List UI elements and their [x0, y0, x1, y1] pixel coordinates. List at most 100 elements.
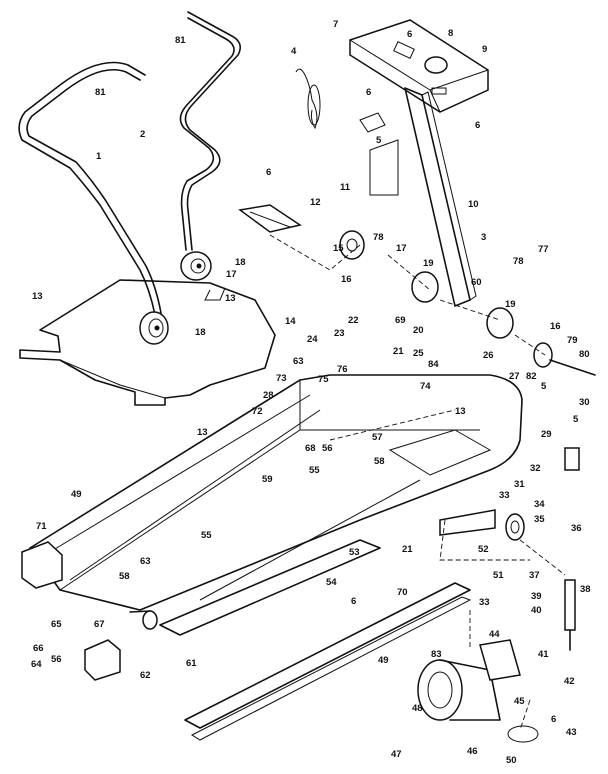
part-label-p84: 84	[428, 359, 439, 370]
part-label-p44: 44	[489, 629, 500, 640]
part-label-p6b: 6	[366, 87, 372, 98]
part-label-p24: 24	[307, 334, 318, 345]
roller-79	[533, 342, 596, 376]
part-label-p63b: 63	[140, 556, 151, 567]
part-label-p58b: 58	[119, 571, 130, 582]
part-label-p38: 38	[580, 584, 591, 595]
part-label-p78b: 78	[513, 256, 524, 267]
part-label-p78a: 78	[373, 232, 384, 243]
part-label-p52a: 52	[478, 544, 489, 555]
part-label-p17a: 17	[396, 243, 407, 254]
cap-62	[84, 639, 121, 681]
part-label-p14: 14	[285, 316, 296, 327]
part-label-p8: 8	[448, 28, 454, 39]
part-label-p33a: 33	[499, 490, 510, 501]
pulley-19a	[411, 271, 439, 303]
part-label-p81a: 81	[95, 87, 106, 98]
switch-29	[564, 447, 580, 471]
part-label-p35: 35	[534, 514, 545, 525]
part-label-p6d: 6	[266, 167, 272, 178]
part-label-p18b: 18	[195, 327, 206, 338]
part-label-p6f: 6	[551, 714, 557, 725]
part-label-p56: 56	[322, 443, 333, 454]
part-label-p72: 72	[252, 406, 263, 417]
part-label-p49a: 49	[71, 489, 82, 500]
part-label-p13d: 13	[197, 427, 208, 438]
part-label-p40: 40	[531, 605, 542, 616]
part-label-p64: 64	[31, 659, 42, 670]
frame	[29, 374, 523, 611]
part-label-p43: 43	[566, 727, 577, 738]
handrail-wheel-right	[180, 251, 212, 281]
part-label-p63a: 63	[293, 356, 304, 367]
bracket-12	[238, 204, 302, 233]
part-label-p7: 7	[333, 19, 339, 30]
bracket-52	[439, 509, 496, 536]
part-label-p13b: 13	[225, 293, 236, 304]
part-label-p79: 79	[567, 335, 578, 346]
part-label-p73: 73	[276, 373, 287, 384]
part-label-p62: 62	[140, 670, 151, 681]
pulley-19b	[486, 307, 514, 339]
part-label-p17b: 17	[226, 269, 237, 280]
part-label-p4: 4	[291, 46, 297, 57]
part-label-p28: 28	[263, 390, 274, 401]
part-label-p5a: 5	[376, 135, 382, 146]
part-label-p15: 15	[333, 243, 344, 254]
part-label-p26: 26	[483, 350, 494, 361]
part-label-p50: 50	[506, 755, 517, 766]
end-cap-71	[21, 541, 63, 589]
part-label-p9: 9	[482, 44, 488, 55]
part-label-p66: 66	[33, 643, 44, 654]
part-label-p6c: 6	[475, 120, 481, 131]
vent-grid	[388, 429, 492, 476]
motor-controller	[479, 639, 521, 681]
motor	[417, 659, 501, 721]
part-label-p53: 53	[349, 547, 360, 558]
part-label-p31: 31	[514, 479, 525, 490]
part-label-p1: 1	[96, 151, 102, 162]
pulley-15	[339, 230, 365, 260]
part-label-p5b: 5	[541, 381, 547, 392]
part-label-p22: 22	[348, 315, 359, 326]
part-label-p41: 41	[538, 649, 549, 660]
part-label-p16b: 16	[550, 321, 561, 332]
part-label-p42: 42	[564, 676, 575, 687]
part-label-p20: 20	[413, 325, 424, 336]
part-label-p65: 65	[51, 619, 62, 630]
part-label-p27: 27	[509, 371, 520, 382]
part-label-p19a: 19	[423, 258, 434, 269]
part-label-p16a: 16	[341, 274, 352, 285]
part-label-p12: 12	[310, 197, 321, 208]
handrail-wheel-left	[139, 311, 169, 345]
part-label-p67: 67	[94, 619, 105, 630]
part-label-p54: 54	[326, 577, 337, 588]
part-label-p59: 59	[262, 474, 273, 485]
part-label-p33b: 33	[479, 597, 490, 608]
bracket-5	[359, 112, 399, 196]
part-label-p6a: 6	[407, 29, 413, 40]
part-label-p81b: 81	[175, 35, 186, 46]
part-label-p83: 83	[431, 649, 442, 660]
part-label-p69: 69	[395, 315, 406, 326]
part-label-p11: 11	[340, 182, 351, 193]
part-label-p32: 32	[530, 463, 541, 474]
part-label-p21b: 21	[402, 544, 413, 555]
part-label-p23: 23	[334, 328, 345, 339]
handrail-left	[18, 61, 162, 316]
part-label-p48: 48	[412, 703, 423, 714]
pulley-34	[505, 513, 525, 541]
upright-post	[404, 87, 477, 307]
part-label-p45: 45	[514, 696, 525, 707]
part-label-p74: 74	[420, 381, 431, 392]
part-label-p71: 71	[36, 521, 47, 532]
part-label-p13a: 13	[32, 291, 43, 302]
part-label-p57: 57	[372, 432, 383, 443]
part-label-p61: 61	[186, 658, 197, 669]
bottom-rail	[184, 582, 472, 741]
part-label-p56b: 56	[51, 654, 62, 665]
part-label-p21a: 21	[393, 346, 404, 357]
part-label-p55a: 55	[309, 465, 320, 476]
